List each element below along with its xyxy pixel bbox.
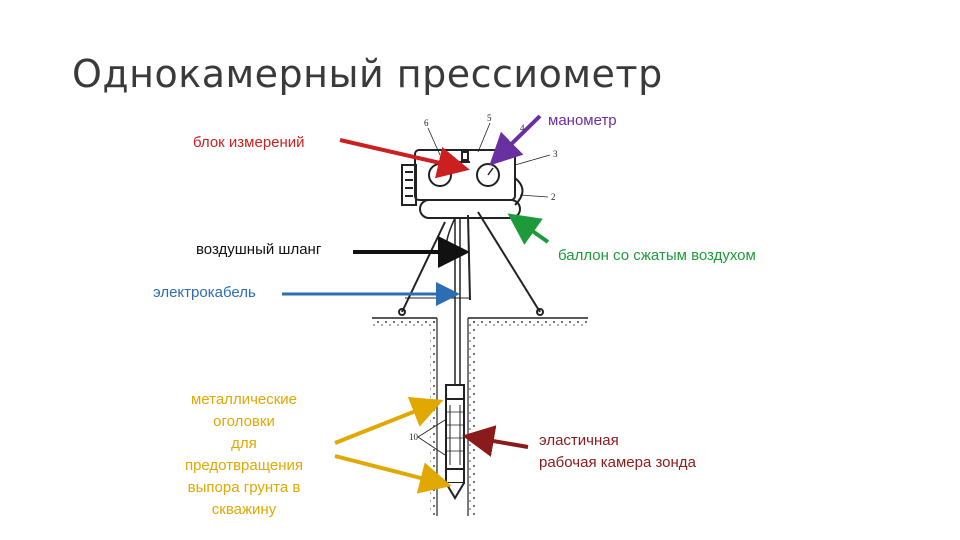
electric-cable-label: электрокабель — [153, 284, 256, 301]
metal-caps-label-line: оголовки — [213, 413, 275, 430]
ref-leaders — [417, 122, 551, 456]
measurement-block-arrow — [339, 138, 470, 179]
elastic-chamber-label-line: рабочая камера зонда — [539, 454, 696, 471]
ref-number: 5 — [487, 113, 492, 123]
metal-caps-arrow-bottom — [334, 454, 452, 494]
metal-caps-arrow-top — [334, 396, 444, 445]
manometer-arrow — [489, 114, 542, 166]
measurement-block-label: блок измерений — [193, 134, 305, 151]
air-hose-label: воздушный шланг — [196, 241, 322, 258]
hose-and-cable — [445, 217, 461, 385]
metal-caps-label: металлические оголовки для предотвращени… — [168, 389, 320, 521]
manometer-label: манометр — [548, 112, 617, 129]
metal-caps-label-line: для — [231, 435, 257, 452]
elastic-chamber-arrow — [462, 425, 529, 457]
ref-number: 10 — [409, 432, 419, 442]
ref-number: 6 — [424, 118, 429, 128]
compressed-air-balloon-label: баллон со сжатым воздухом — [558, 247, 756, 264]
ground — [372, 317, 588, 327]
page-title: Однокамерный прессиометр — [72, 52, 663, 96]
elastic-chamber-label-line: эластичная — [539, 432, 619, 449]
elastic-chamber-label: эластичная рабочая камера зонда — [539, 430, 696, 474]
metal-caps-label-line: металлические — [190, 391, 298, 408]
tripod — [398, 211, 544, 316]
ref-number: 3 — [553, 149, 558, 159]
reference-numbers: 6 5 4 3 2 10 — [409, 113, 558, 442]
metal-caps-label-line: выпора грунта в — [187, 479, 301, 496]
probe — [445, 384, 465, 500]
metal-caps-label-line: скважину — [211, 501, 277, 518]
ref-number: 4 — [520, 123, 525, 133]
metal-caps-label-line: предотвращения — [184, 457, 304, 474]
balloon-arrow — [507, 213, 550, 245]
ref-number: 2 — [551, 192, 556, 202]
